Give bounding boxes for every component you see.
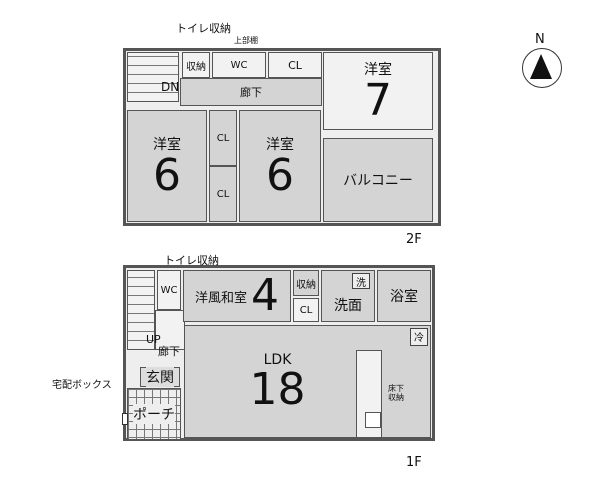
floor1-closet: CL [293, 298, 319, 322]
floor2-toilet-storage-label: トイレ収納 [176, 22, 231, 35]
underfloor-storage-label: 床下収納 [388, 384, 404, 402]
room-name: 洋室 [364, 62, 392, 78]
floor1-porch: ポーチ [127, 388, 181, 440]
floor2-storage-label: 収納 [186, 61, 206, 73]
floor1-storage: 収納 [293, 270, 319, 296]
closet-label: CL [299, 304, 313, 316]
storage-label: 収納 [296, 279, 316, 291]
room-name: 洋風和室 [194, 290, 247, 306]
compass-north-label: N [535, 32, 545, 47]
floor1-up-label: UP [146, 333, 161, 346]
floor2-upper-shelf-label: 上部棚 [234, 36, 258, 45]
floor1-entrance: 玄関 [140, 367, 180, 387]
floor2-stairs [127, 52, 179, 102]
floor2-wc: WC [212, 52, 266, 78]
balcony-label: バルコニー [343, 173, 413, 189]
fridge-label: 冷 [414, 333, 424, 344]
porch-label: ポーチ [133, 404, 175, 424]
floor2-closet-b: CL [209, 166, 237, 222]
floor2-balcony: バルコニー [323, 138, 433, 222]
washroom-label: 洗面 [334, 298, 362, 314]
room-size: 18 [249, 363, 306, 415]
room-name: 洋室 [153, 137, 181, 153]
room-size: 4 [251, 270, 279, 321]
floor2-dn-label: DN [161, 80, 180, 94]
compass-icon [522, 48, 562, 88]
floor2-hallway-label: 廊下 [240, 86, 262, 99]
bathroom-label: 浴室 [390, 289, 418, 305]
stove-icon [365, 412, 381, 428]
room-size: 6 [266, 150, 294, 201]
floor2-closet-top: CL [268, 52, 322, 78]
washer-icon: 洗 [352, 273, 370, 289]
floor2-wc-label: WC [230, 59, 248, 71]
floor2-closet-a: CL [209, 110, 237, 166]
floor2-storage: 収納 [182, 52, 210, 78]
floor1-wc-label: WC [160, 284, 178, 296]
room-size: 7 [364, 75, 392, 126]
delivery-box [122, 413, 128, 425]
delivery-box-label: 宅配ボックス [52, 380, 112, 391]
room-name: LDK [263, 351, 292, 368]
floor1-bathroom: 浴室 [377, 270, 431, 322]
floor1-hallway-label: 廊下 [158, 345, 180, 358]
closet-label: CL [216, 132, 230, 144]
floor1-label: 1F [406, 455, 422, 470]
floor2-closet-label: CL [288, 58, 302, 72]
floor1-stairs [127, 270, 155, 350]
floor2-label: 2F [406, 232, 422, 247]
floor2-hallway: 廊下 [180, 78, 322, 106]
floor1-toilet-storage-label: トイレ収納 [164, 254, 219, 267]
room-name: 洋室 [266, 137, 294, 153]
entrance-label: 玄関 [146, 367, 174, 387]
washer-label: 洗 [356, 278, 366, 289]
fridge-icon: 冷 [410, 328, 428, 346]
closet-label: CL [216, 188, 230, 200]
room-size: 6 [153, 150, 181, 201]
floor1-wc: WC [157, 270, 181, 310]
